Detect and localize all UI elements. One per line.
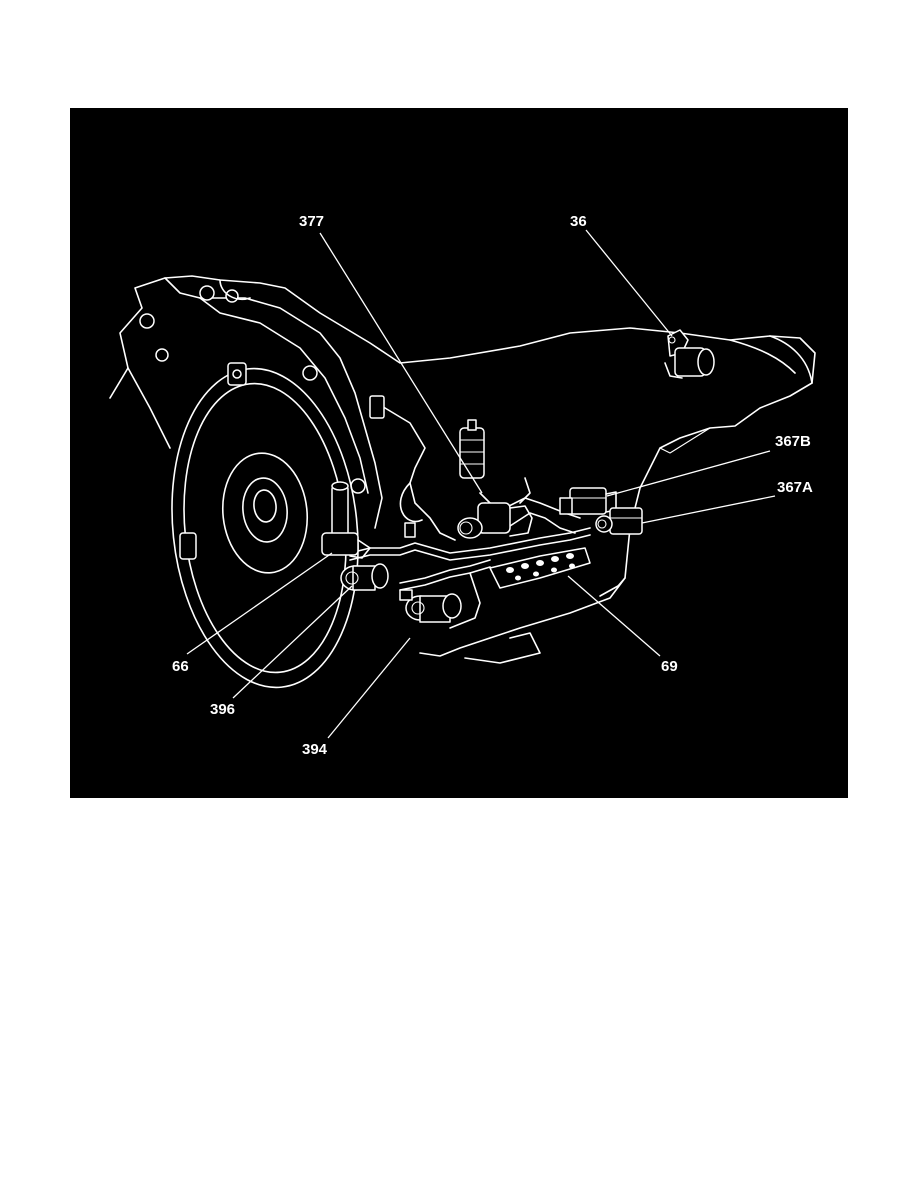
callout-396: 396 xyxy=(210,701,235,718)
switch-367A xyxy=(595,507,643,535)
callout-69: 69 xyxy=(661,658,678,675)
leader-lines xyxy=(186,229,776,739)
solenoid-394 xyxy=(399,589,462,623)
diagram-canvas: 377 36 367B 367A 66 69 396 394 xyxy=(109,213,816,758)
solenoid-66 xyxy=(321,481,371,559)
solenoid-396 xyxy=(340,563,389,591)
callout-377: 377 xyxy=(299,213,324,230)
callout-367A: 367A xyxy=(777,479,813,496)
valve-body-69 xyxy=(489,547,591,589)
torque-converter xyxy=(171,362,359,689)
callout-labels: 377 36 367B 367A 66 69 396 394 xyxy=(172,213,813,758)
callout-394: 394 xyxy=(302,741,328,758)
callout-66: 66 xyxy=(172,658,189,675)
speed-sensor-36 xyxy=(664,329,715,379)
solenoid-377 xyxy=(457,419,533,539)
switch-367B xyxy=(559,487,617,515)
callout-36: 36 xyxy=(570,213,587,230)
callout-367B: 367B xyxy=(775,433,811,450)
transmission-diagram: 377 36 367B 367A 66 69 396 394 xyxy=(70,108,848,798)
